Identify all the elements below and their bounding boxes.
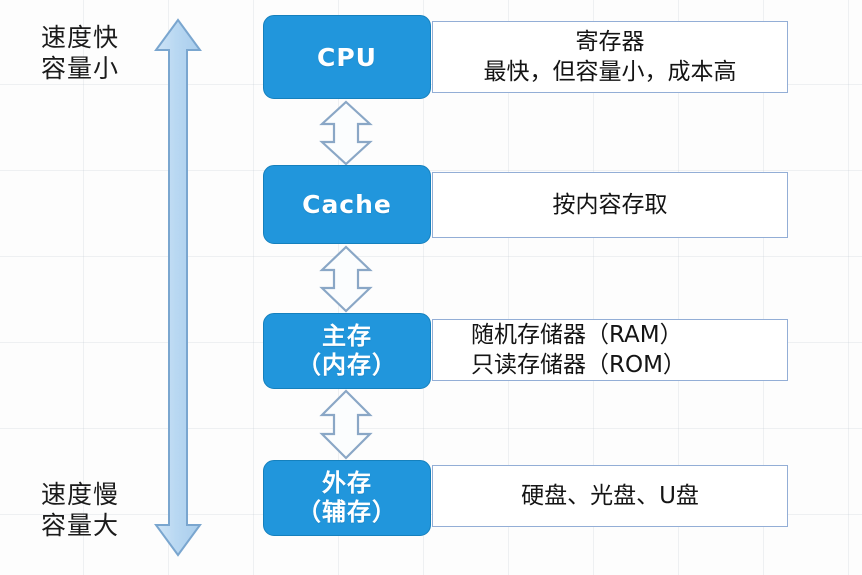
- level-box-cpu[interactable]: CPU: [263, 15, 431, 99]
- connector-double-arrow-cpu-cache: [318, 100, 374, 166]
- level-box-cache[interactable]: Cache: [263, 165, 431, 244]
- axis-label-fast-small: 速度快 容量小: [40, 23, 119, 83]
- level-box-external-storage[interactable]: 外存 （辅存）: [263, 460, 431, 536]
- level-box-main-memory[interactable]: 主存 （内存）: [263, 313, 431, 389]
- vertical-double-arrow-icon: [152, 16, 204, 559]
- level-description-cpu: 寄存器 最快，但容量小，成本高: [432, 21, 788, 93]
- level-description-cache: 按内容存取: [432, 172, 788, 238]
- axis-label-slow-large: 速度慢 容量大: [40, 480, 119, 540]
- connector-double-arrow-cache-main: [318, 245, 374, 313]
- level-description-external-storage: 硬盘、光盘、U盘: [432, 465, 788, 527]
- connector-double-arrow-main-ext: [318, 389, 374, 460]
- level-description-main-memory: 随机存储器（RAM） 只读存储器（ROM）: [432, 319, 788, 381]
